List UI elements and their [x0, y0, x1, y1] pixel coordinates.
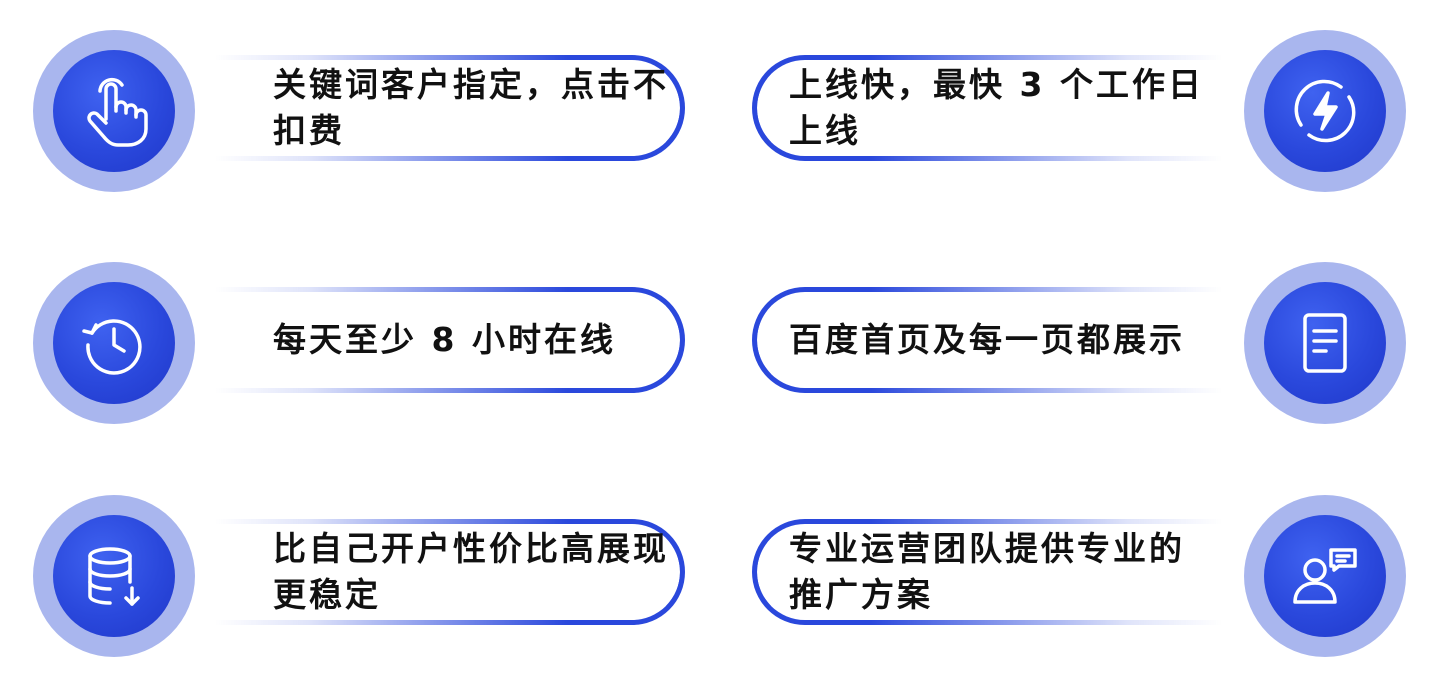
feature-text: 每天至少 8 小时在线	[273, 320, 616, 359]
feature-card: 比自己开户性价比高展现更稳定	[215, 519, 685, 625]
feature-text: 比自己开户性价比高展现更稳定	[273, 529, 669, 614]
icon-badge	[1244, 262, 1406, 424]
icon-badge	[1244, 30, 1406, 192]
feature-text: 关键词客户指定，点击不扣费	[273, 65, 669, 150]
feature-text: 上线快，最快 3 个工作日上线	[789, 65, 1204, 150]
tap-hand-icon	[87, 77, 148, 147]
feature-card: 专业运营团队提供专业的推广方案	[752, 519, 1222, 625]
document-icon	[1303, 313, 1347, 373]
feature-card: 关键词客户指定，点击不扣费	[215, 55, 685, 161]
feature-card: 百度首页及每一页都展示	[752, 287, 1222, 393]
feature-text: 专业运营团队提供专业的推广方案	[789, 529, 1185, 614]
feature-card: 每天至少 8 小时在线	[215, 287, 685, 393]
user-chat-icon	[1293, 548, 1357, 604]
icon-badge	[33, 262, 195, 424]
database-icon	[88, 547, 140, 606]
feature-card: 上线快，最快 3 个工作日上线	[752, 55, 1222, 161]
feature-text: 百度首页及每一页都展示	[789, 320, 1185, 359]
icon-badge	[1244, 495, 1406, 657]
icon-badge	[33, 30, 195, 192]
lightning-icon	[1294, 79, 1356, 143]
icon-badge	[33, 495, 195, 657]
clock-icon	[82, 319, 142, 375]
